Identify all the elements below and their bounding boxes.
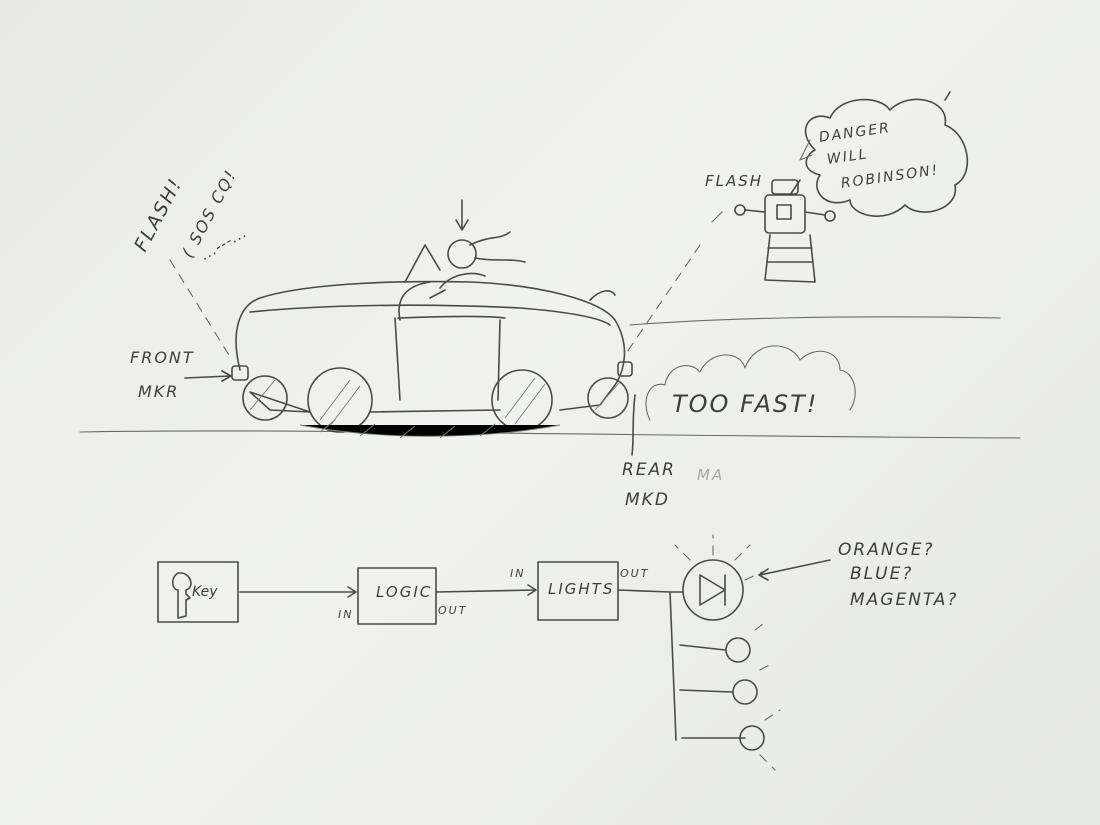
color-option-blue: BLUE? bbox=[850, 564, 914, 584]
rear-marker-label-line2: MKD bbox=[625, 490, 670, 510]
color-option-orange: ORANGE? bbox=[838, 540, 935, 560]
rear-marker-arrow bbox=[631, 394, 636, 456]
color-arrow bbox=[758, 559, 831, 581]
front-marker-label-line1: FRONT bbox=[130, 348, 195, 367]
driver-drawing bbox=[429, 199, 526, 299]
rear-marker-faint-text: MA bbox=[697, 466, 725, 484]
front-flash-rays bbox=[169, 259, 233, 361]
key-block-label: Key bbox=[192, 584, 218, 600]
car-drawing bbox=[231, 244, 633, 439]
ground-line bbox=[79, 430, 1021, 439]
rear-marker-label-line1: REAR bbox=[622, 460, 676, 480]
rear-flash-rays bbox=[624, 244, 701, 356]
color-option-magenta: MAGENTA? bbox=[850, 590, 959, 610]
speech-cloud bbox=[789, 91, 969, 217]
logic-in-label: IN bbox=[338, 608, 354, 621]
lights-out-label: OUT bbox=[620, 567, 650, 580]
too-fast-label: TOO FAST! bbox=[672, 390, 819, 418]
front-marker-arrow bbox=[184, 370, 232, 382]
logic-out-label: OUT bbox=[438, 604, 468, 617]
dust-cloud bbox=[645, 345, 856, 421]
lights-in-label: IN bbox=[510, 567, 526, 580]
road-line bbox=[629, 316, 1001, 326]
block-diagram bbox=[157, 534, 831, 771]
lights-block-label: LIGHTS bbox=[548, 580, 615, 598]
robot-flash-label: FLASH bbox=[705, 172, 764, 190]
robot-drawing bbox=[734, 179, 836, 283]
front-marker-label-line2: MKR bbox=[138, 382, 180, 401]
logic-block-label: LOGIC bbox=[376, 583, 433, 601]
